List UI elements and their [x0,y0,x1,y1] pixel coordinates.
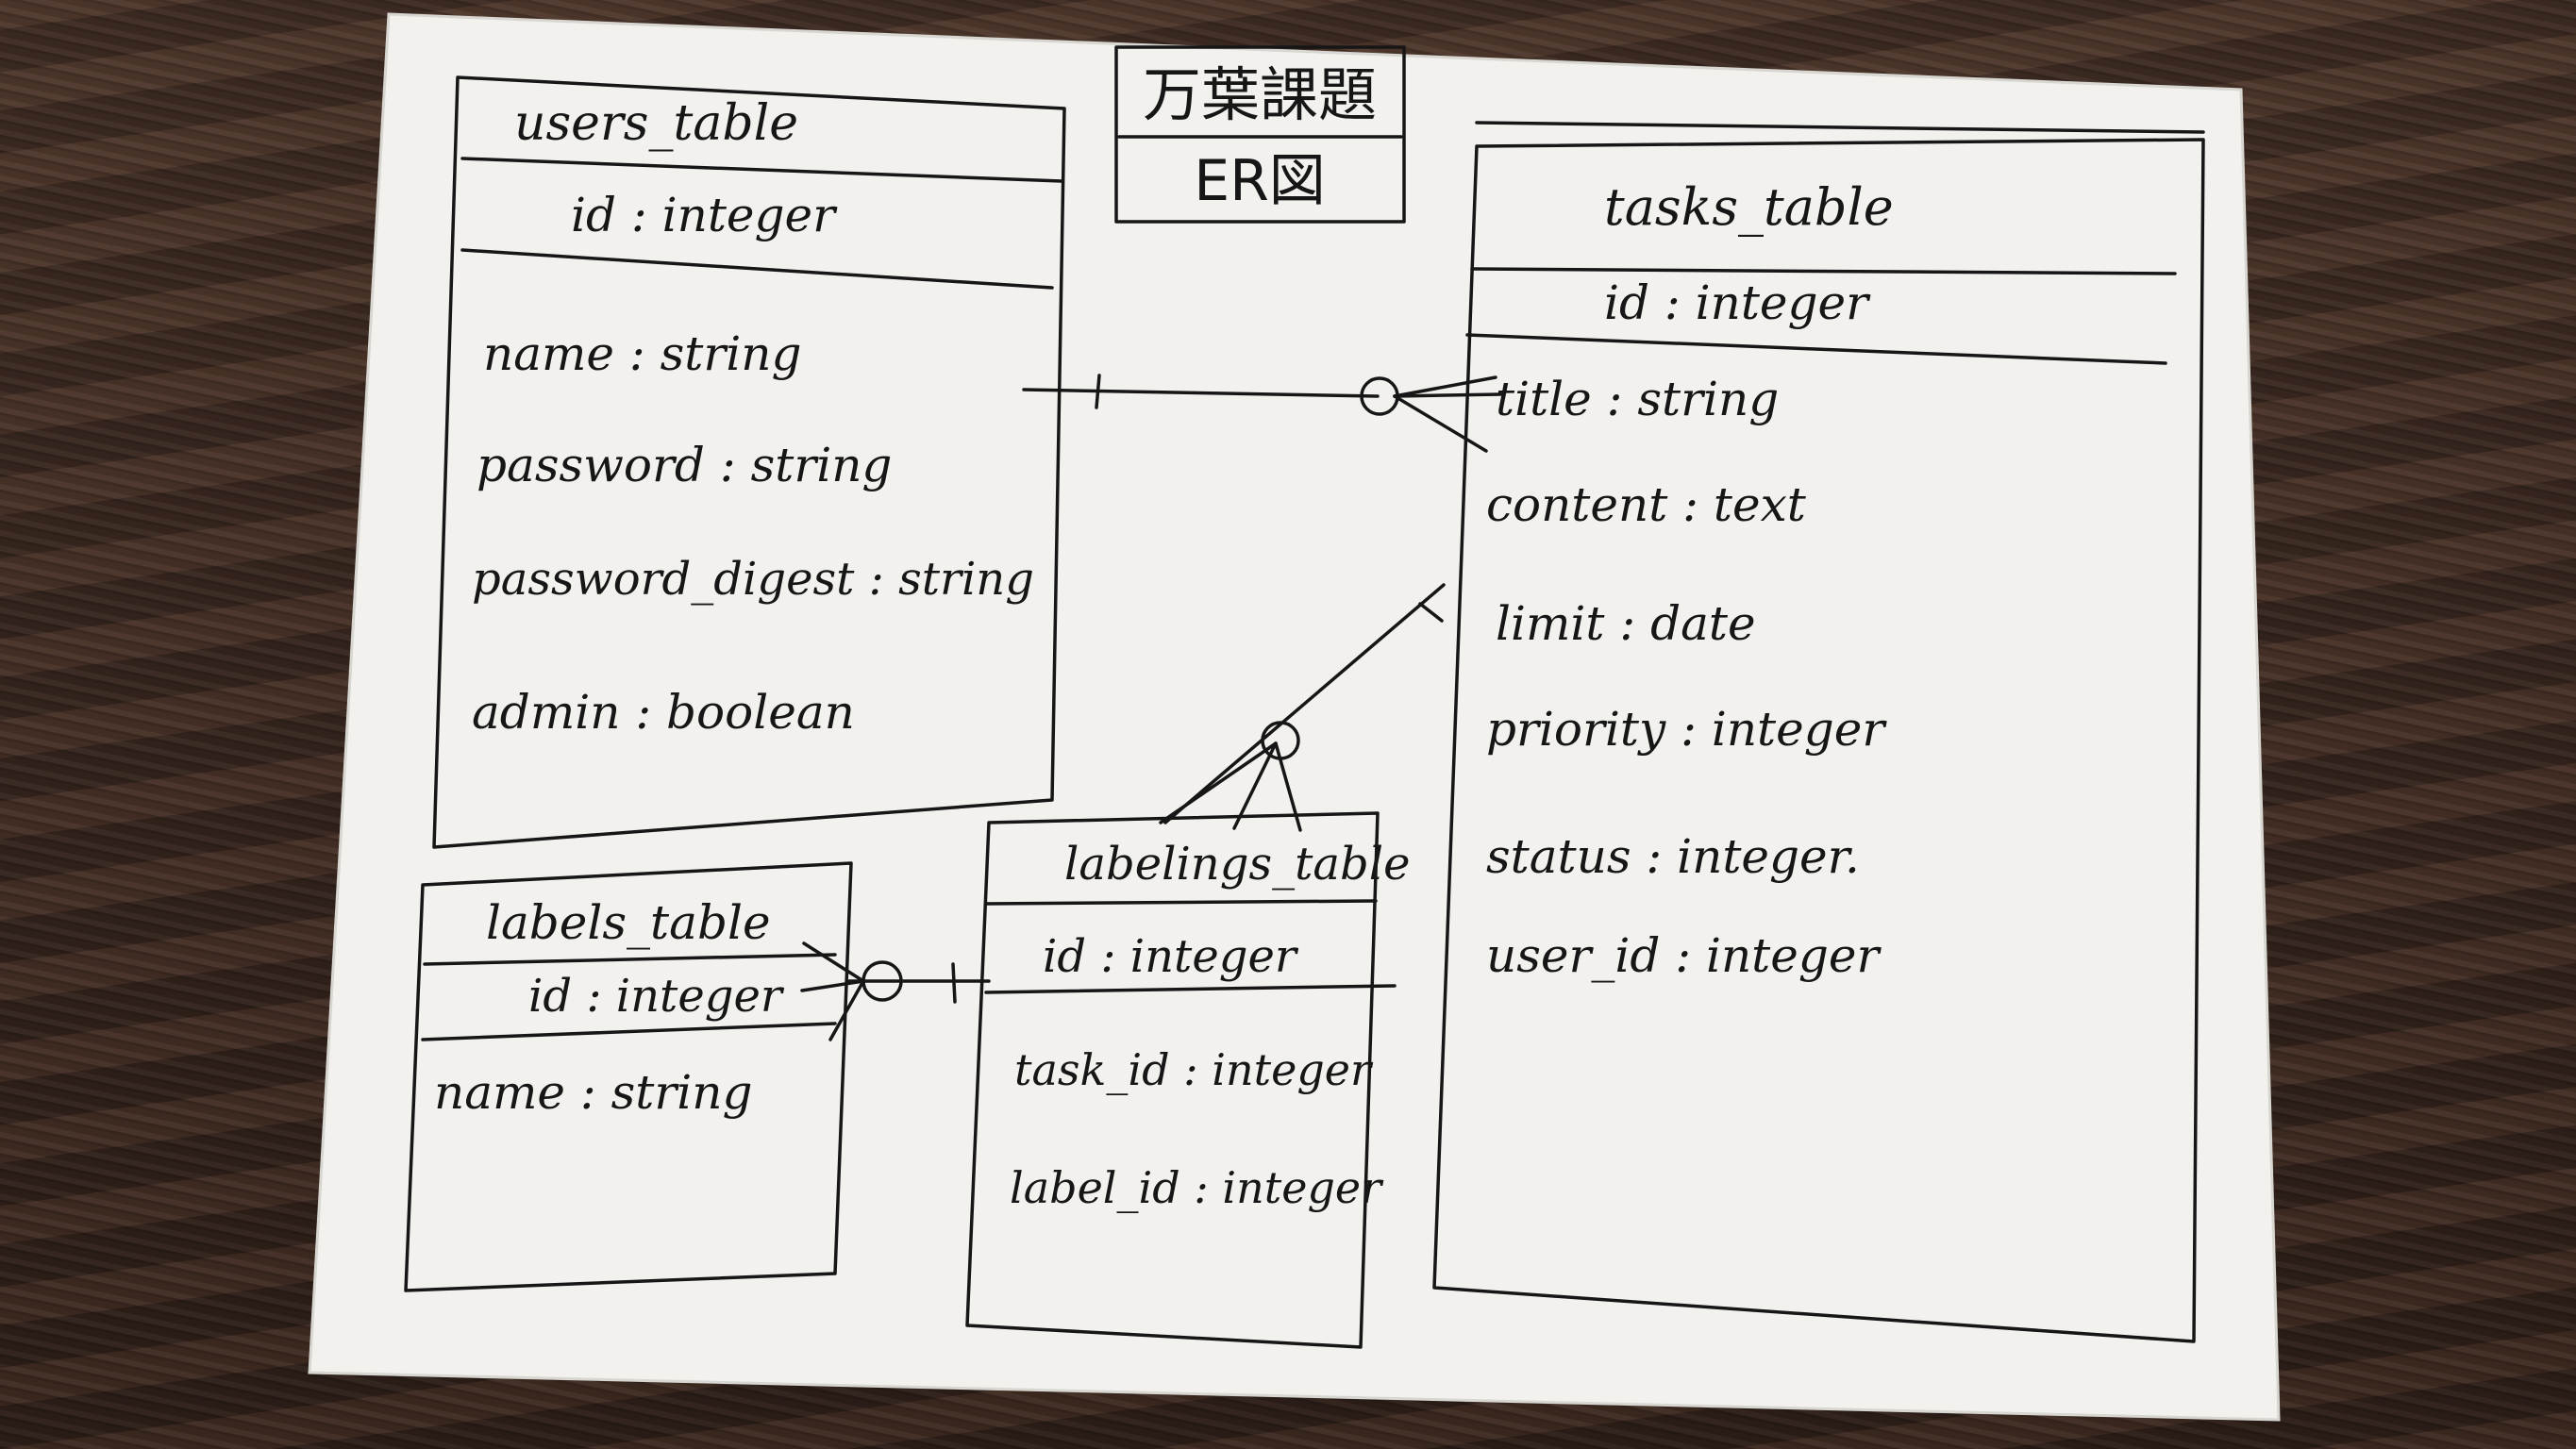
labels-table-box [404,861,853,1292]
users-field-2: password : string [477,438,892,492]
tasks-labelings-relation [1159,583,1446,832]
tasks-table-box [1432,121,2205,1343]
tasks-field-2: content : text [1486,477,1807,532]
users-table-pk: id : integer [571,188,838,242]
tasks-field-3: limit : date [1496,596,1756,651]
title-line-1: 万葉課題 [1143,60,1377,129]
labelings-table-box [965,811,1397,1349]
tasks-field-6: user_id : integer [1486,928,1882,983]
users-field-3: password_digest : string [472,553,1034,606]
users-tasks-relation [1022,374,1502,453]
labels-table-pk: id : integer [528,970,785,1023]
title-line-2: ER図 [1194,148,1326,214]
labels-labelings-relation [800,941,991,1041]
users-table-name: users_table [514,95,798,152]
labels-field-1: name : string [434,1065,753,1120]
paper-sheet [309,14,2279,1420]
tasks-table-pk: id : integer [1604,275,1871,330]
title-box [1114,45,1406,224]
users-field-4: admin : boolean [472,685,855,740]
paper-shade [308,12,2281,1422]
labelings-field-1: task_id : integer [1014,1044,1374,1095]
labels-table-name: labels_table [486,895,771,950]
tasks-field-5: status : integer. [1486,829,1860,884]
users-table-box [432,75,1066,849]
tasks-field-1: title : string [1496,372,1779,426]
labelings-table-pk: id : integer [1043,930,1299,983]
tasks-field-4: priority : integer [1486,702,1887,757]
labelings-field-2: label_id : integer [1010,1162,1384,1213]
labelings-table-name: labelings_table [1064,838,1410,891]
users-field-1: name : string [483,326,802,381]
tasks-table-name: tasks_table [1604,177,1894,237]
